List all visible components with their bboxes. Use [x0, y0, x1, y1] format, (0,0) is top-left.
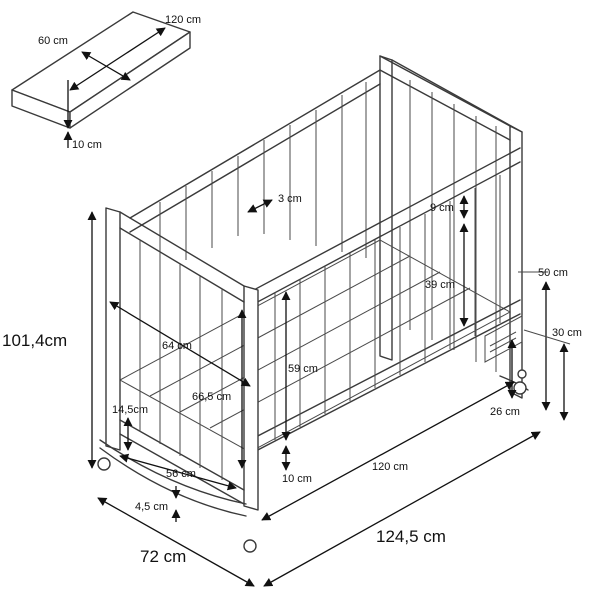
inner-length-arrow	[261, 381, 515, 521]
leg-clearance-label: 14,5cm	[112, 404, 148, 416]
inner-length-label: 120 cm	[372, 461, 408, 473]
mattress-width-label: 60 cm	[38, 35, 68, 47]
wheel-icon	[513, 381, 527, 395]
wheel-icon	[517, 369, 527, 379]
bar-gap-label: 3 cm	[278, 193, 302, 205]
drawer-depth-label: 26 cm	[490, 406, 520, 418]
total-height-label: 101,4cm	[2, 331, 67, 350]
wheel-icon	[243, 539, 257, 553]
mattress-width-arrow	[81, 51, 131, 81]
inner-width-arrow	[109, 301, 251, 387]
total-width-label: 72 cm	[140, 547, 186, 566]
rocker-width-label: 56 cm	[166, 468, 196, 480]
total-length-arrow	[263, 431, 541, 587]
total-width-arrow	[97, 497, 255, 587]
mattress-thickness-label: 10 cm	[72, 139, 102, 151]
mattress-illustration	[11, 11, 191, 148]
inner-width-label: 64 cm	[162, 340, 192, 352]
wheel-icon	[97, 457, 111, 471]
total-length-label: 124,5 cm	[376, 527, 446, 546]
base-clearance-label: 10 cm	[282, 473, 312, 485]
crib-illustration	[97, 55, 529, 553]
rocker-height-label: 4,5 cm	[135, 501, 168, 513]
top-rail-gap-label: 9 cm	[430, 202, 454, 214]
rocker-width-arrow	[119, 453, 237, 491]
side-height-label: 66,5 cm	[192, 391, 231, 403]
bar-gap-arrow	[247, 199, 273, 213]
mattress-length-label: 120 cm	[165, 14, 201, 26]
front-panel-height-label: 39 cm	[425, 279, 455, 291]
drawer-upper-label: 50 cm	[538, 267, 568, 279]
inner-height-label: 59 cm	[288, 363, 318, 375]
drawer-lower-label: 30 cm	[552, 327, 582, 339]
